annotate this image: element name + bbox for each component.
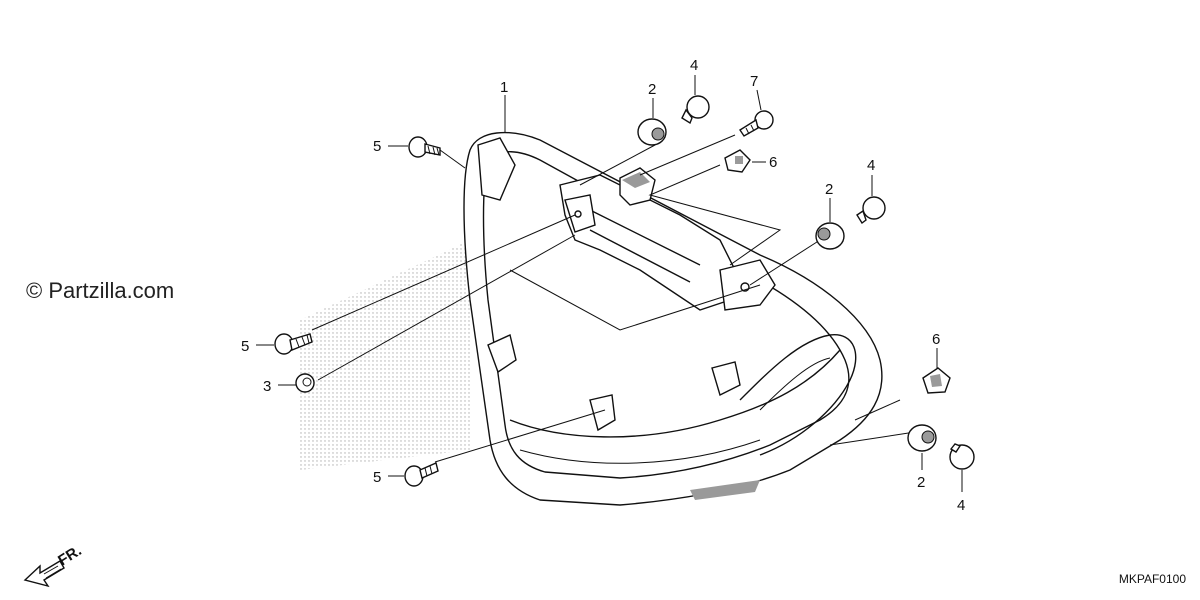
callout-leaders	[256, 75, 963, 492]
callout-4-top: 4	[690, 57, 698, 74]
callout-4-lower: 4	[957, 497, 965, 514]
collar-4-lower	[949, 443, 975, 470]
clip-nut-6-top	[724, 149, 751, 173]
grommet-2-lower	[907, 424, 937, 452]
bolt-5-bottom	[404, 462, 439, 487]
callout-2-right: 2	[825, 181, 833, 198]
assembly-lines	[311, 134, 916, 463]
shadow-stipple	[300, 240, 470, 470]
callout-1: 1	[500, 79, 508, 96]
clip-nut-6-lower	[922, 367, 951, 394]
diagram-code: MKPAF0100	[1118, 572, 1186, 586]
grommet-2-top	[637, 118, 667, 146]
callout-3: 3	[263, 378, 271, 395]
collar-4-right	[856, 196, 886, 225]
callout-2-top: 2	[648, 81, 656, 98]
washer-3	[295, 373, 315, 393]
bolt-5-middle	[274, 333, 313, 355]
copyright-watermark: © Partzilla.com	[26, 278, 175, 303]
callout-5-bottom: 5	[373, 469, 381, 486]
headlight-housing	[463, 131, 883, 506]
lower-clip-right	[711, 361, 741, 396]
left-upper-arm	[477, 137, 516, 201]
headlight-assembly	[463, 131, 883, 506]
front-direction-arrow: FR.	[23, 542, 85, 588]
callout-2-lower: 2	[917, 474, 925, 491]
callout-6-top: 6	[769, 154, 777, 171]
collar-4-top	[681, 95, 710, 125]
mounting-bracket	[559, 174, 736, 311]
callout-7: 7	[750, 73, 758, 90]
drl-strip	[739, 334, 857, 456]
callout-5-top: 5	[373, 138, 381, 155]
callout-5-middle: 5	[241, 338, 249, 355]
screw-7	[739, 110, 774, 137]
lower-clip-center	[589, 394, 616, 432]
bolt-5-top	[408, 136, 441, 158]
callout-6-lower: 6	[932, 331, 940, 348]
grommet-2-right	[815, 222, 845, 250]
bottom-vent	[690, 480, 760, 500]
lower-clip-left	[487, 334, 517, 374]
callout-4-right: 4	[867, 157, 875, 174]
